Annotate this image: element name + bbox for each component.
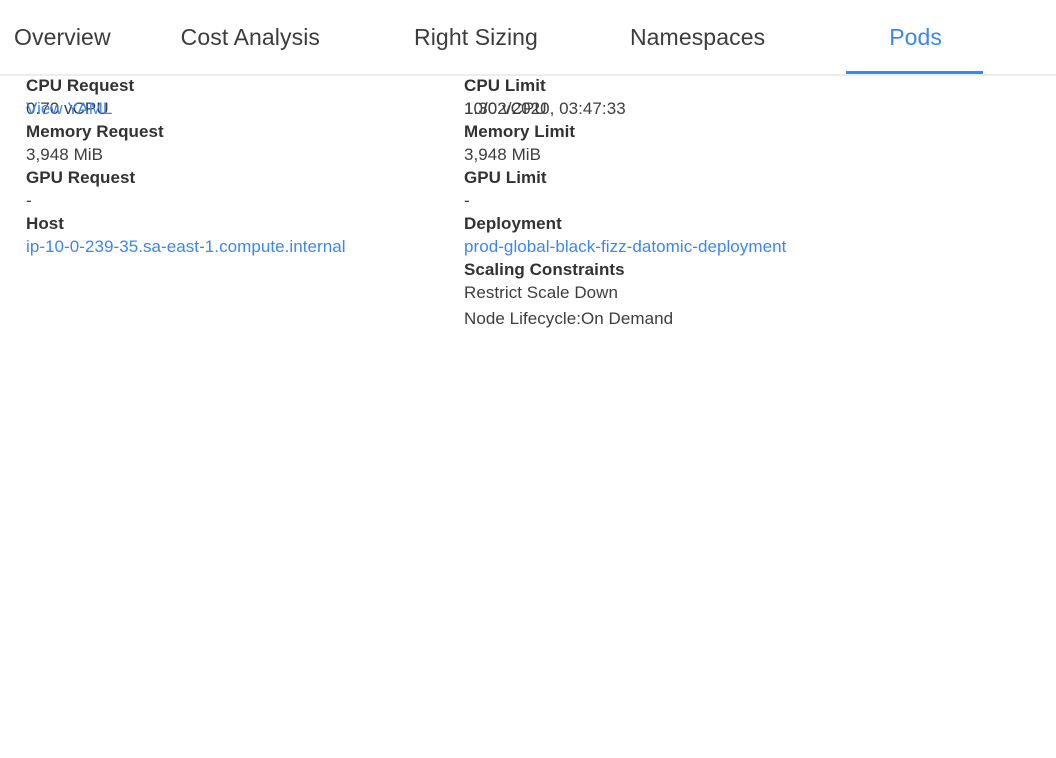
cpu-limit-value: 1.30 vCPU — [464, 99, 547, 118]
memory-limit-value: 3,948 MiB — [464, 145, 541, 164]
tab-cost-analysis-label: Cost Analysis — [180, 23, 321, 50]
pod-detail-grid: View YAML CPU Request 0.70 vCPU Memory R… — [0, 76, 1056, 758]
scaling-constraint-node-lifecycle: Node Lifecycle:On Demand — [464, 309, 674, 328]
tab-cost-analysis[interactable]: Cost Analysis — [181, 0, 320, 74]
scaling-constraint-restrict-scale-down: Restrict Scale Down — [464, 283, 618, 302]
tab-namespaces-label: Namespaces — [629, 23, 766, 50]
cpu-request-value: 0.70 vCPU — [26, 99, 109, 118]
tab-namespaces[interactable]: Namespaces — [630, 0, 765, 74]
deployment-link[interactable]: prod-global-black-fizz-datomic-deploymen… — [464, 237, 787, 256]
cpu-request-label: CPU Request — [26, 76, 135, 95]
tab-pods[interactable]: Pods — [846, 0, 984, 74]
gpu-request-value: - — [26, 191, 32, 210]
detail-column-left: View YAML CPU Request 0.70 vCPU Memory R… — [26, 76, 356, 260]
active-tab-indicator — [846, 71, 984, 74]
timestamp-value: 10/02/2020, 03:47:33 — [464, 99, 626, 118]
tab-pods-label: Pods — [889, 23, 943, 50]
gpu-request-label: GPU Request — [26, 168, 136, 187]
field-timestamp: 10/02/2020, 03:47:33 — [464, 96, 626, 122]
tab-list: Overview Cost Analysis Right Sizing Name… — [0, 0, 1056, 74]
field-view-yaml: View YAML — [26, 96, 112, 122]
tab-bar: Overview Cost Analysis Right Sizing Name… — [0, 0, 1056, 76]
host-label: Host — [26, 214, 64, 233]
tab-overview[interactable]: Overview — [14, 0, 111, 74]
tab-right-sizing-label: Right Sizing — [414, 23, 538, 50]
view-yaml-link[interactable]: View YAML — [26, 99, 113, 118]
tab-right-sizing[interactable]: Right Sizing — [414, 0, 538, 74]
deployment-label: Deployment — [464, 214, 562, 233]
cpu-limit-label: CPU Limit — [464, 76, 546, 95]
memory-request-label: Memory Request — [26, 122, 164, 141]
detail-column-right: 10/02/2020, 03:47:33 CPU Limit 1.30 vCPU… — [464, 76, 846, 332]
scaling-constraints-label: Scaling Constraints — [464, 260, 625, 279]
gpu-limit-value: - — [464, 191, 470, 210]
gpu-limit-label: GPU Limit — [464, 168, 547, 187]
tab-overview-label: Overview — [14, 23, 111, 50]
host-link[interactable]: ip-10-0-239-35.sa-east-1.compute.interna… — [26, 237, 346, 256]
memory-limit-label: Memory Limit — [464, 122, 576, 141]
memory-request-value: 3,948 MiB — [26, 145, 103, 164]
